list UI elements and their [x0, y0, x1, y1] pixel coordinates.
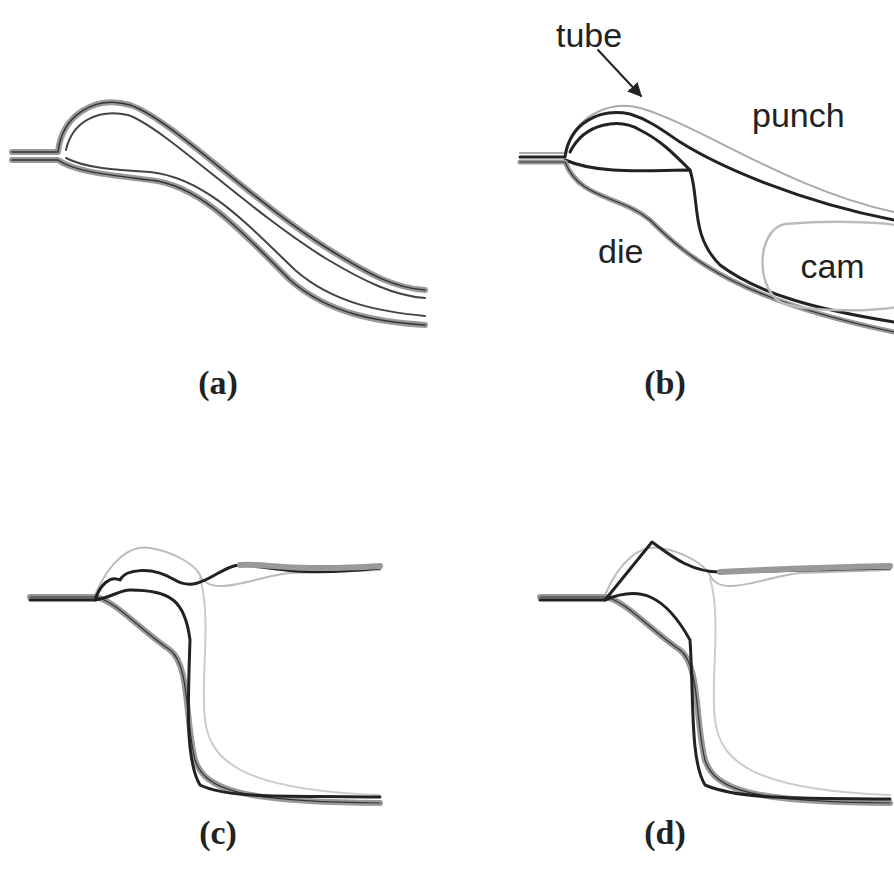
panel-c-tooling — [30, 548, 380, 803]
part-label: cam — [800, 249, 864, 283]
part-label: punch — [752, 98, 845, 132]
panel-caption: (a) — [198, 366, 238, 400]
panel-caption: (c) — [199, 816, 237, 850]
panel-a-tube — [12, 102, 425, 325]
part-label: tube — [556, 18, 622, 52]
panel-caption: (b) — [644, 366, 686, 400]
part-label: die — [598, 234, 643, 268]
panel-d-tooling — [540, 542, 890, 803]
panel-caption: (d) — [644, 816, 686, 850]
leader-line — [598, 50, 641, 96]
panel-b-tooling — [520, 50, 894, 332]
cam-body: cam — [755, 218, 894, 314]
